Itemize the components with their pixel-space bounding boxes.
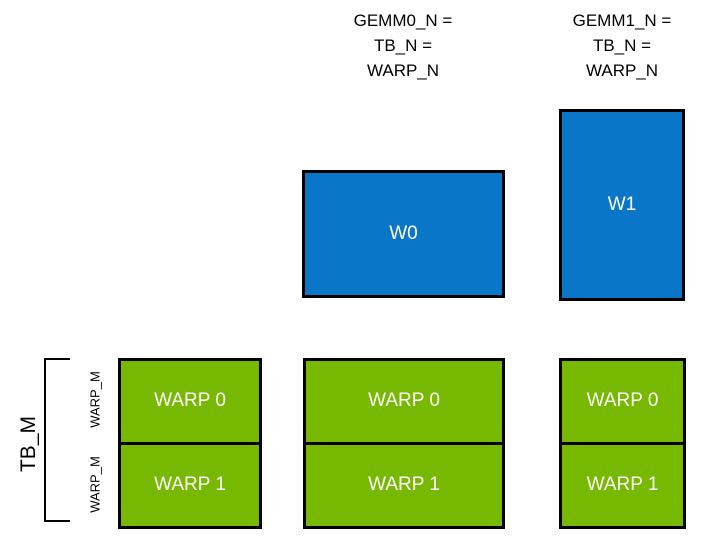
warp-column-0: WARP 0 WARP 1: [118, 358, 262, 529]
warp-column-1: WARP 0 WARP 1: [303, 358, 505, 529]
warp-cell-label: WARP 1: [586, 474, 659, 496]
warp-tile-w1[interactable]: W1: [559, 109, 685, 301]
warp-cell-0-0[interactable]: WARP 0: [118, 358, 262, 445]
warp-cell-label: WARP 0: [368, 390, 440, 412]
warp-cell-label: WARP 1: [368, 474, 440, 496]
warp-column-2: WARP 0 WARP 1: [559, 358, 686, 529]
tb-m-bracket: [44, 358, 70, 522]
warp-cell-1-1[interactable]: WARP 1: [303, 442, 505, 529]
warp-m-label-top: WARP_M: [87, 371, 103, 428]
warp-cell-label: WARP 0: [586, 390, 659, 412]
warp-cell-0-1[interactable]: WARP 1: [118, 442, 262, 529]
warp-tile-w1-label: W1: [607, 194, 637, 215]
warp-tile-w0-label: W0: [389, 223, 418, 244]
tb-m-label: TB_M: [17, 416, 40, 473]
warp-m-label-bottom: WARP_M: [87, 456, 103, 513]
warp-cell-2-1[interactable]: WARP 1: [559, 442, 686, 529]
warp-tile-w0[interactable]: W0: [302, 170, 505, 298]
column-header-gemm1: GEMM1_N = TB_N = WARP_N: [572, 11, 672, 80]
warp-cell-label: WARP 0: [154, 390, 226, 412]
warp-cell-1-0[interactable]: WARP 0: [303, 358, 505, 445]
column-header-gemm0: GEMM0_N = TB_N = WARP_N: [353, 11, 453, 80]
warp-cell-2-0[interactable]: WARP 0: [559, 358, 686, 445]
warp-cell-label: WARP 1: [154, 474, 226, 496]
